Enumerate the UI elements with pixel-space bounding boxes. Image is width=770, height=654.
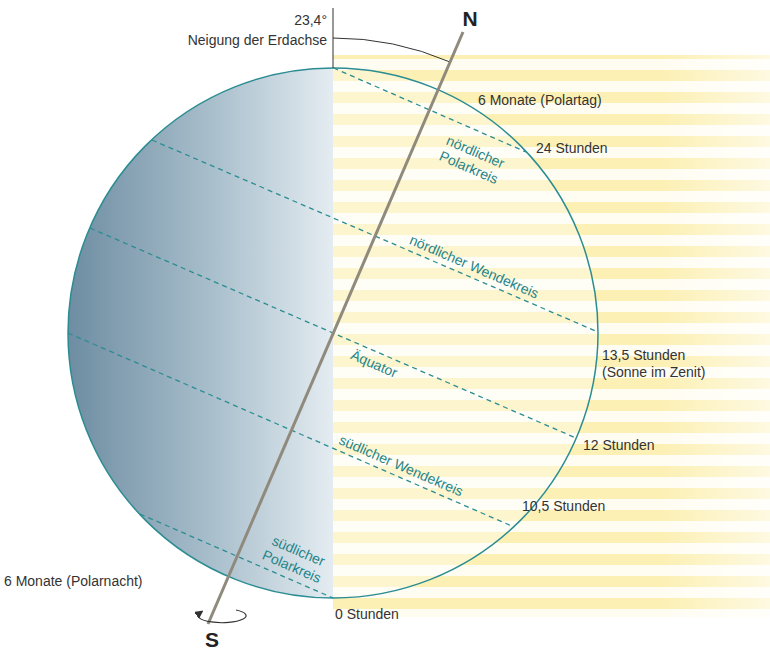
earth-axis [208,32,463,624]
tilt-angle-value: 23,4° [294,12,327,29]
daylength-note: 6 Monate (Polartag) [478,92,602,109]
pole-letter: S [205,631,219,648]
daylength-note: 24 Stunden [536,140,608,157]
sun-rays [333,55,770,617]
sun-rays-fade [333,55,770,617]
daylength-note: 13,5 Stunden (Sonne im Zenit) [602,347,730,381]
daylength-note: 12 Stunden [583,437,655,454]
tilt-angle-arc [333,38,450,62]
daylength-note: 6 Monate (Polarnacht) [4,573,143,590]
daylength-note: 0 Stunden [335,606,399,623]
rotation-arrow [198,610,246,623]
night-side [68,68,333,598]
pole-letter: N [462,10,477,27]
daylength-note: 10,5 Stunden [522,498,605,515]
tilt-caption: Neigung der Erdachse [188,32,327,49]
